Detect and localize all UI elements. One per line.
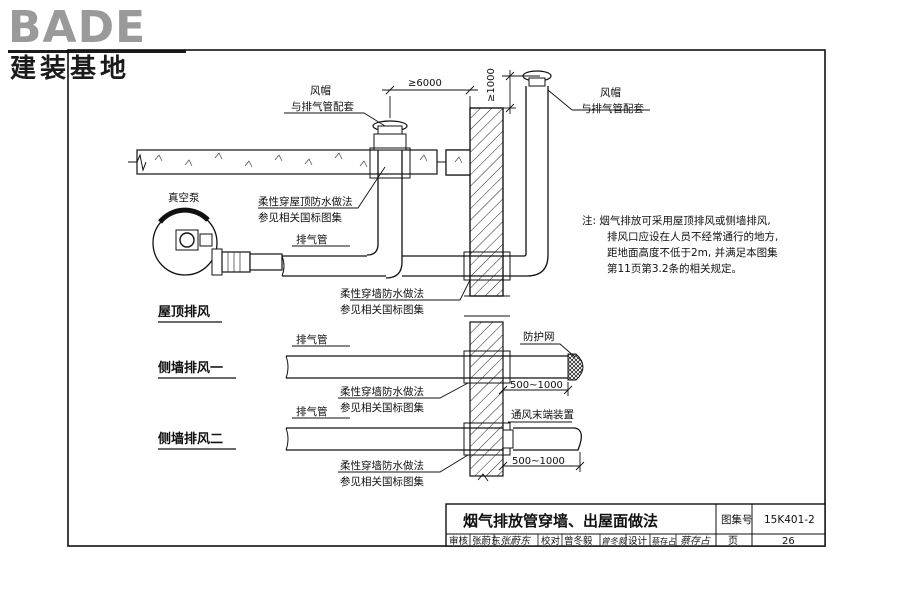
reviewer-name: 张蔚东 xyxy=(472,535,501,547)
atlas-label: 图集号 xyxy=(721,513,753,526)
wall-waterproof-label-2: 柔性穿墙防水做法 xyxy=(340,385,424,398)
note-line-2: 排风口应设在人员不经常通行的地方, xyxy=(607,230,778,243)
vacuum-pump xyxy=(152,207,283,276)
side-wall-pipe-2 xyxy=(285,422,582,456)
atlas-number: 15K401-2 xyxy=(764,514,815,526)
wall-waterproof-note-1: 参见相关国标图集 xyxy=(340,303,424,316)
exhaust-pipe-label-2: 排气管 xyxy=(296,333,328,346)
page-number: 26 xyxy=(782,536,795,547)
design-label: 设计 xyxy=(628,535,648,547)
hood-right-label: 风帽 xyxy=(600,86,621,99)
hood-right-note: 与排气管配套 xyxy=(581,102,644,115)
exhaust-pipe-label-3: 排气管 xyxy=(296,405,328,418)
designer-signature: 蔡存占 xyxy=(680,535,711,547)
checker-name: 曾冬毅 xyxy=(564,535,593,547)
wall-waterproof-label-1: 柔性穿墙防水做法 xyxy=(340,287,424,300)
logo-main-text: BADE xyxy=(8,2,147,53)
note-line-1: 注: 烟气排放可采用屋顶排风或侧墙排风, xyxy=(582,214,771,227)
roof-pipe-left xyxy=(366,120,411,279)
vent-end-label: 通风末端装置 xyxy=(511,408,574,421)
section-side1-title: 侧墙排风一 xyxy=(158,360,223,376)
dim-height: ≥1000 xyxy=(486,68,497,102)
note-line-3: 距地面高度不低于2m, 并满足本图集 xyxy=(607,246,778,259)
dim-spacing: ≥6000 xyxy=(408,78,442,89)
checker-signature: 曾冬毅 xyxy=(601,536,628,547)
vacuum-pump-label: 真空泵 xyxy=(168,191,200,204)
roof-exhaust-pipe xyxy=(281,251,511,281)
sheet-border xyxy=(67,49,826,547)
designer-name: 蔡存占 xyxy=(652,536,676,546)
page-label: 页 xyxy=(728,535,738,547)
dimensions xyxy=(382,70,585,472)
review-label: 审核 xyxy=(449,535,469,547)
logo-rule xyxy=(8,50,186,53)
roof-waterproof-note: 参见相关国标图集 xyxy=(258,211,342,224)
sheet-title: 烟气排放管穿墙、出屋面做法 xyxy=(463,512,658,530)
roof-waterproof-label: 柔性穿屋顶防水做法 xyxy=(258,195,353,208)
wall-waterproof-label-3: 柔性穿墙防水做法 xyxy=(340,459,424,472)
title-block xyxy=(445,503,826,547)
reviewer-signature: 张蔚东 xyxy=(500,535,531,547)
side-wall-pipe-1 xyxy=(285,350,584,384)
wall-waterproof-note-2: 参见相关国标图集 xyxy=(340,401,424,414)
check-label: 校对 xyxy=(541,535,561,547)
section-side2-title: 侧墙排风二 xyxy=(158,431,223,447)
wall-waterproof-note-3: 参见相关国标图集 xyxy=(340,475,424,488)
dim-protrude-1: 500~1000 xyxy=(510,380,563,391)
note-line-4: 第11页第3.2条的相关规定。 xyxy=(607,262,742,275)
hood-left-label: 风帽 xyxy=(310,84,331,97)
section-roof-title: 屋顶排风 xyxy=(158,304,210,320)
wall xyxy=(437,107,510,482)
leader-lines xyxy=(258,89,650,473)
dim-protrude-2: 500~1000 xyxy=(512,456,565,467)
hood-left-note: 与排气管配套 xyxy=(291,100,354,113)
roof-slab xyxy=(128,149,438,175)
exhaust-pipe-label-1: 排气管 xyxy=(296,233,328,246)
guard-net-label: 防护网 xyxy=(523,330,555,343)
